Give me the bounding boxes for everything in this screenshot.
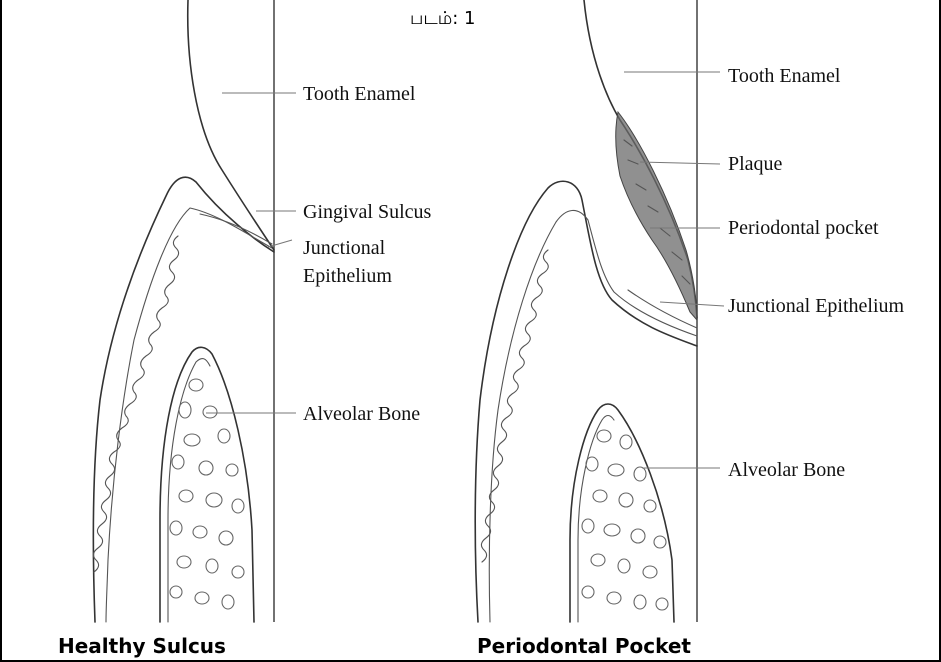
right-alveolar-bone-inner: [578, 416, 614, 623]
left-rete-ridges: [93, 236, 178, 572]
label-right-plaque: Plaque: [728, 153, 783, 175]
label-right-alveolar-bone: Alveolar Bone: [728, 459, 845, 481]
caption-healthy-sulcus: Healthy Sulcus: [58, 634, 226, 658]
label-right-junctional-epithelium: Junctional Epithelium: [728, 295, 905, 317]
right-bone-trabeculae: [582, 430, 668, 610]
left-enamel-curve: [188, 0, 274, 250]
left-gingiva-outer: [93, 177, 274, 622]
left-sulcus-lining: [200, 214, 272, 244]
caption-periodontal-pocket: Periodontal Pocket: [477, 634, 691, 658]
periodontal-pocket-drawing: [475, 0, 724, 622]
figure-title: படம்: 1: [410, 8, 475, 29]
healthy-sulcus-drawing: [93, 0, 296, 622]
right-gingiva-inner: [489, 210, 697, 622]
right-rete-ridges: [481, 250, 548, 562]
left-gingiva-inner: [106, 208, 272, 622]
label-left-tooth-enamel: Tooth Enamel: [303, 83, 416, 105]
label-right-periodontal-pocket: Periodontal pocket: [728, 217, 879, 239]
label-left-alveolar-bone: Alveolar Bone: [303, 403, 420, 425]
left-alveolar-bone-outline: [160, 347, 254, 622]
right-leader-plaque: [640, 162, 720, 164]
label-left-junctional-line1: Junctional: [303, 237, 386, 259]
label-left-junctional-line2: Epithelium: [303, 265, 392, 287]
label-right-tooth-enamel: Tooth Enamel: [728, 65, 841, 87]
label-left-gingival-sulcus: Gingival Sulcus: [303, 201, 432, 223]
